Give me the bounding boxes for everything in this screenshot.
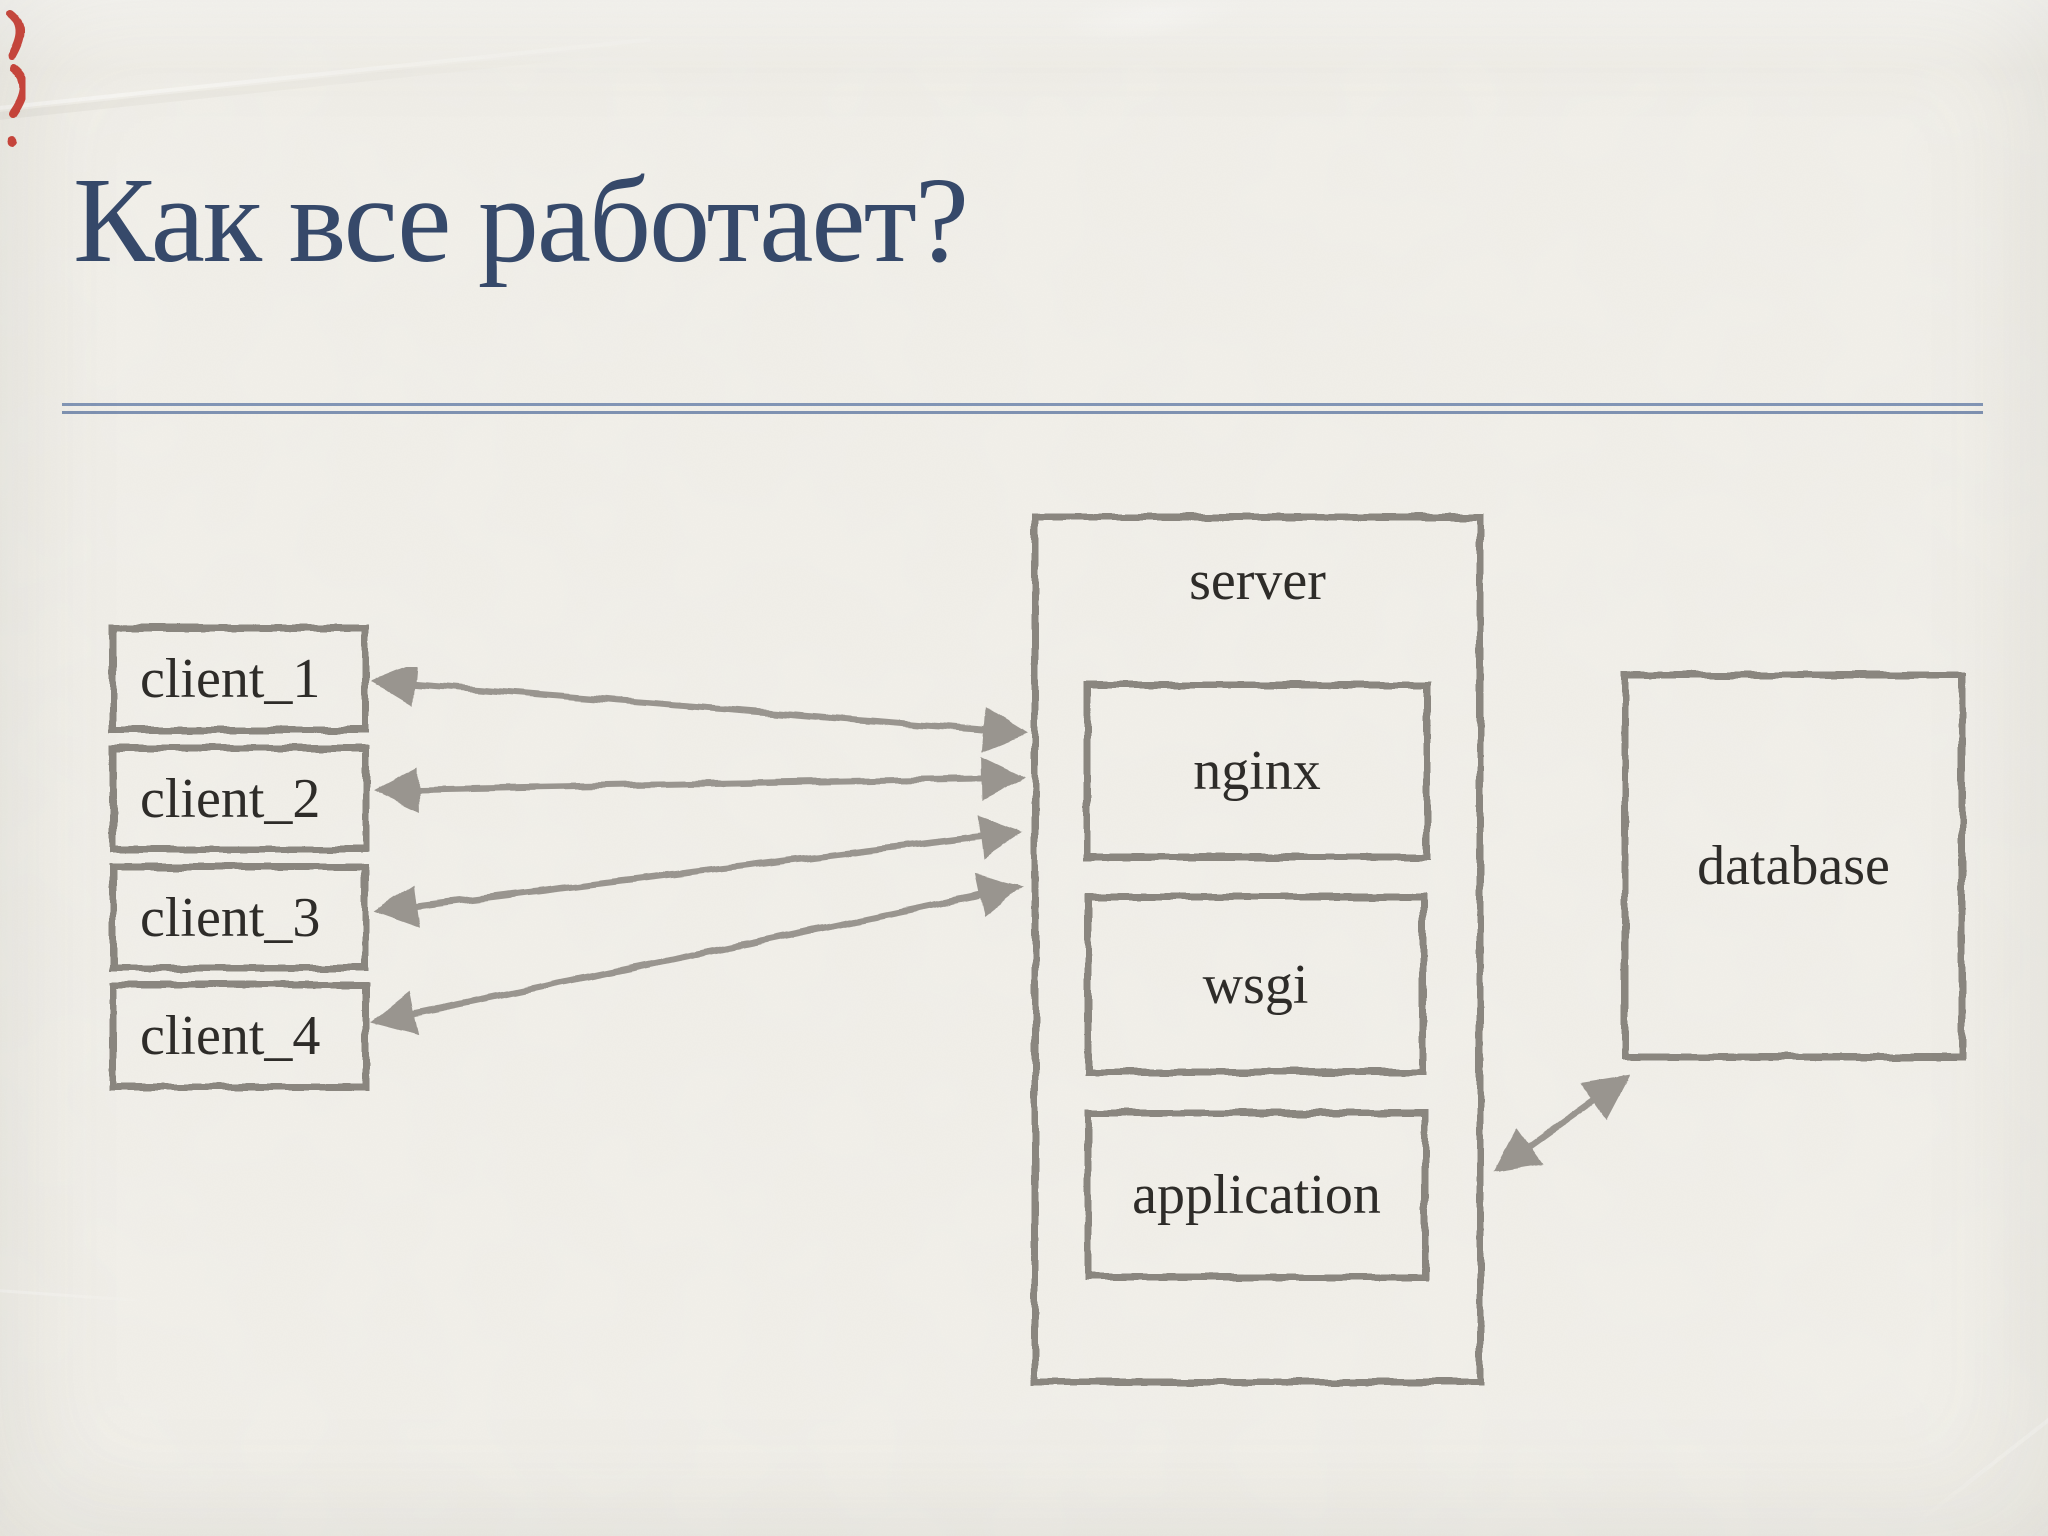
- server-rect: [1031, 513, 1484, 1386]
- client-3-label: client_3: [140, 886, 321, 949]
- arrow-server-database: [1493, 1075, 1630, 1172]
- client-3-rect: [109, 863, 369, 972]
- title-rule-line-bottom: [62, 411, 1983, 414]
- client-1-rect: [109, 624, 369, 734]
- wsgi-box: wsgi: [1088, 897, 1423, 1072]
- title-rule-line-top: [62, 403, 1983, 406]
- nginx-label: nginx: [1193, 740, 1321, 802]
- slide-title: Как все работает?: [73, 153, 969, 288]
- client-4-box: client_4: [113, 985, 365, 1087]
- database-rect: [1621, 671, 1966, 1061]
- arrow-client1-server: [370, 662, 1028, 752]
- database-label: database: [1697, 835, 1890, 897]
- client-1-box: client_1: [113, 628, 365, 730]
- title-rule: [62, 403, 1983, 414]
- nginx-box: nginx: [1087, 685, 1427, 857]
- client-4-rect: [109, 981, 370, 1091]
- client-2-label: client_2: [140, 767, 321, 830]
- server-box: server nginx wsgi application: [1035, 517, 1480, 1382]
- database-box: database: [1625, 675, 1962, 1057]
- wsgi-label: wsgi: [1202, 953, 1309, 1016]
- red-scribble-mark: [6, 10, 29, 145]
- server-label: server: [1189, 550, 1326, 612]
- arrow-client2-server: [374, 756, 1026, 812]
- application-box: application: [1088, 1113, 1425, 1277]
- application-label: application: [1132, 1164, 1381, 1226]
- client-2-box: client_2: [113, 748, 365, 849]
- client-2-rect: [109, 744, 370, 853]
- application-rect: [1084, 1109, 1429, 1281]
- server-database-arrow: [1493, 1075, 1630, 1172]
- diagram-boxes: [109, 513, 1966, 1386]
- arrow-client4-server: [371, 873, 1023, 1035]
- client-3-box: client_3: [113, 867, 365, 968]
- client-4-label: client_4: [140, 1005, 321, 1067]
- client-1-label: client_1: [140, 648, 321, 710]
- wsgi-rect: [1084, 893, 1427, 1076]
- nginx-rect: [1083, 681, 1431, 861]
- client-server-arrows: [370, 662, 1028, 1035]
